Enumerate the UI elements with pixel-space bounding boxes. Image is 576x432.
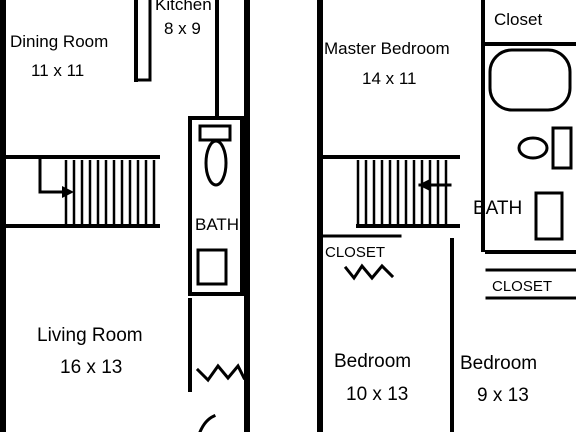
master-bedroom-name: Master Bedroom [324, 39, 450, 58]
living-room-size: 16 x 13 [60, 357, 123, 378]
entry-door-swing [198, 414, 216, 432]
bedroom-b-size: 9 x 13 [477, 385, 529, 406]
kitchen-name: Kitchen [155, 0, 212, 14]
closet-master-name: Closet [494, 10, 543, 29]
bath-left-name: BATH [195, 215, 240, 234]
bath-left-tank [198, 124, 232, 142]
bath-left-toilet [204, 139, 228, 187]
closet-right-name: CLOSET [492, 278, 553, 295]
bath-left-walls [188, 116, 244, 296]
dining-room-size: 11 x 11 [31, 61, 85, 80]
bath-right-tank [551, 126, 573, 170]
kitchen-size: 8 x 9 [164, 19, 201, 38]
bath-right-tub [488, 48, 572, 112]
bedroom-a-name: Bedroom [334, 351, 412, 372]
stair-arrow-left [62, 186, 74, 198]
bath-left-sink [196, 248, 228, 286]
bath-right-name: BATH [473, 198, 523, 219]
living-room-name: Living Room [37, 325, 143, 346]
bath-right-toilet [517, 136, 549, 160]
bath-right-sink [534, 191, 564, 241]
hall-closet-doors [343, 263, 395, 281]
left-closet-doors [195, 363, 247, 383]
right-stair-treads [356, 160, 448, 224]
hall-closet-name: CLOSET [325, 244, 386, 261]
master-bedroom-size: 14 x 11 [362, 69, 417, 88]
stair-arrow-right [418, 179, 430, 191]
bedroom-a-size: 10 x 13 [346, 384, 409, 405]
left-stair-treads [64, 160, 156, 224]
bedroom-b-name: Bedroom [460, 353, 538, 374]
dining-room-name: Dining Room [10, 32, 109, 51]
